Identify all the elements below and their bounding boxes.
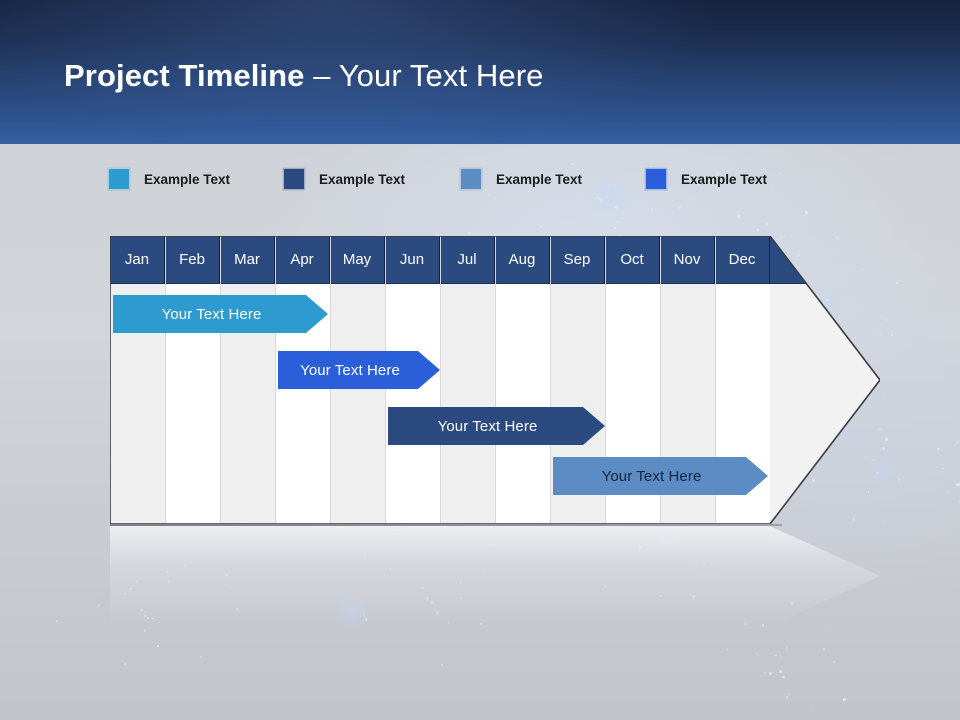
legend-item-3[interactable]: Example Text (460, 168, 582, 190)
task-bar-2[interactable]: Your Text Here (278, 351, 440, 389)
month-header-aug[interactable]: Aug (495, 236, 550, 283)
month-header-dec[interactable]: Dec (715, 236, 770, 283)
page-title-light: – Your Text Here (304, 58, 544, 93)
task-bar-4[interactable]: Your Text Here (553, 457, 768, 495)
legend-label: Example Text (496, 171, 583, 187)
month-header-apr[interactable]: Apr (275, 236, 330, 283)
column-divider (275, 236, 276, 524)
legend-swatch-icon (283, 168, 305, 190)
month-header-oct[interactable]: Oct (605, 236, 660, 283)
month-header-jan[interactable]: Jan (110, 236, 165, 283)
month-header-nov[interactable]: Nov (660, 236, 715, 283)
column-divider (440, 236, 441, 524)
legend-label: Example Text (319, 171, 406, 187)
legend-label: Example Text (144, 171, 231, 187)
month-header-sep[interactable]: Sep (550, 236, 605, 283)
task-bar-label: Your Text Here (300, 361, 400, 379)
task-bar-label: Your Text Here (601, 467, 702, 485)
task-bar-1[interactable]: Your Text Here (113, 295, 328, 333)
legend: Example Text Example Text Example Text Exam… (108, 168, 848, 196)
task-bar-label: Your Text Here (437, 417, 538, 435)
month-header-jun[interactable]: Jun (385, 236, 440, 283)
legend-swatch-icon (460, 168, 482, 190)
column-divider (220, 236, 221, 524)
column-divider (550, 236, 551, 524)
legend-swatch-icon (108, 168, 130, 190)
arrow-tail-header (770, 236, 880, 283)
chart-base-edge (110, 524, 782, 526)
legend-item-1[interactable]: Example Text (108, 168, 230, 190)
month-header-mar[interactable]: Mar (220, 236, 275, 283)
task-bar-label: Your Text Here (161, 305, 262, 323)
legend-item-4[interactable]: Example Text (645, 168, 767, 190)
chart-reflection (110, 526, 880, 626)
legend-item-2[interactable]: Example Text (283, 168, 405, 190)
page-title: Project Timeline – Your Text Here (64, 58, 543, 94)
column-divider (495, 236, 496, 524)
column-divider (165, 236, 166, 524)
month-header-may[interactable]: May (330, 236, 385, 283)
page-title-bold: Project Timeline (64, 58, 305, 93)
month-header-feb[interactable]: Feb (165, 236, 220, 283)
month-header-jul[interactable]: Jul (440, 236, 495, 283)
legend-swatch-icon (645, 168, 667, 190)
legend-label: Example Text (681, 171, 768, 187)
task-bar-3[interactable]: Your Text Here (388, 407, 605, 445)
header-glow (0, 0, 720, 144)
slide-header-band (0, 0, 960, 144)
